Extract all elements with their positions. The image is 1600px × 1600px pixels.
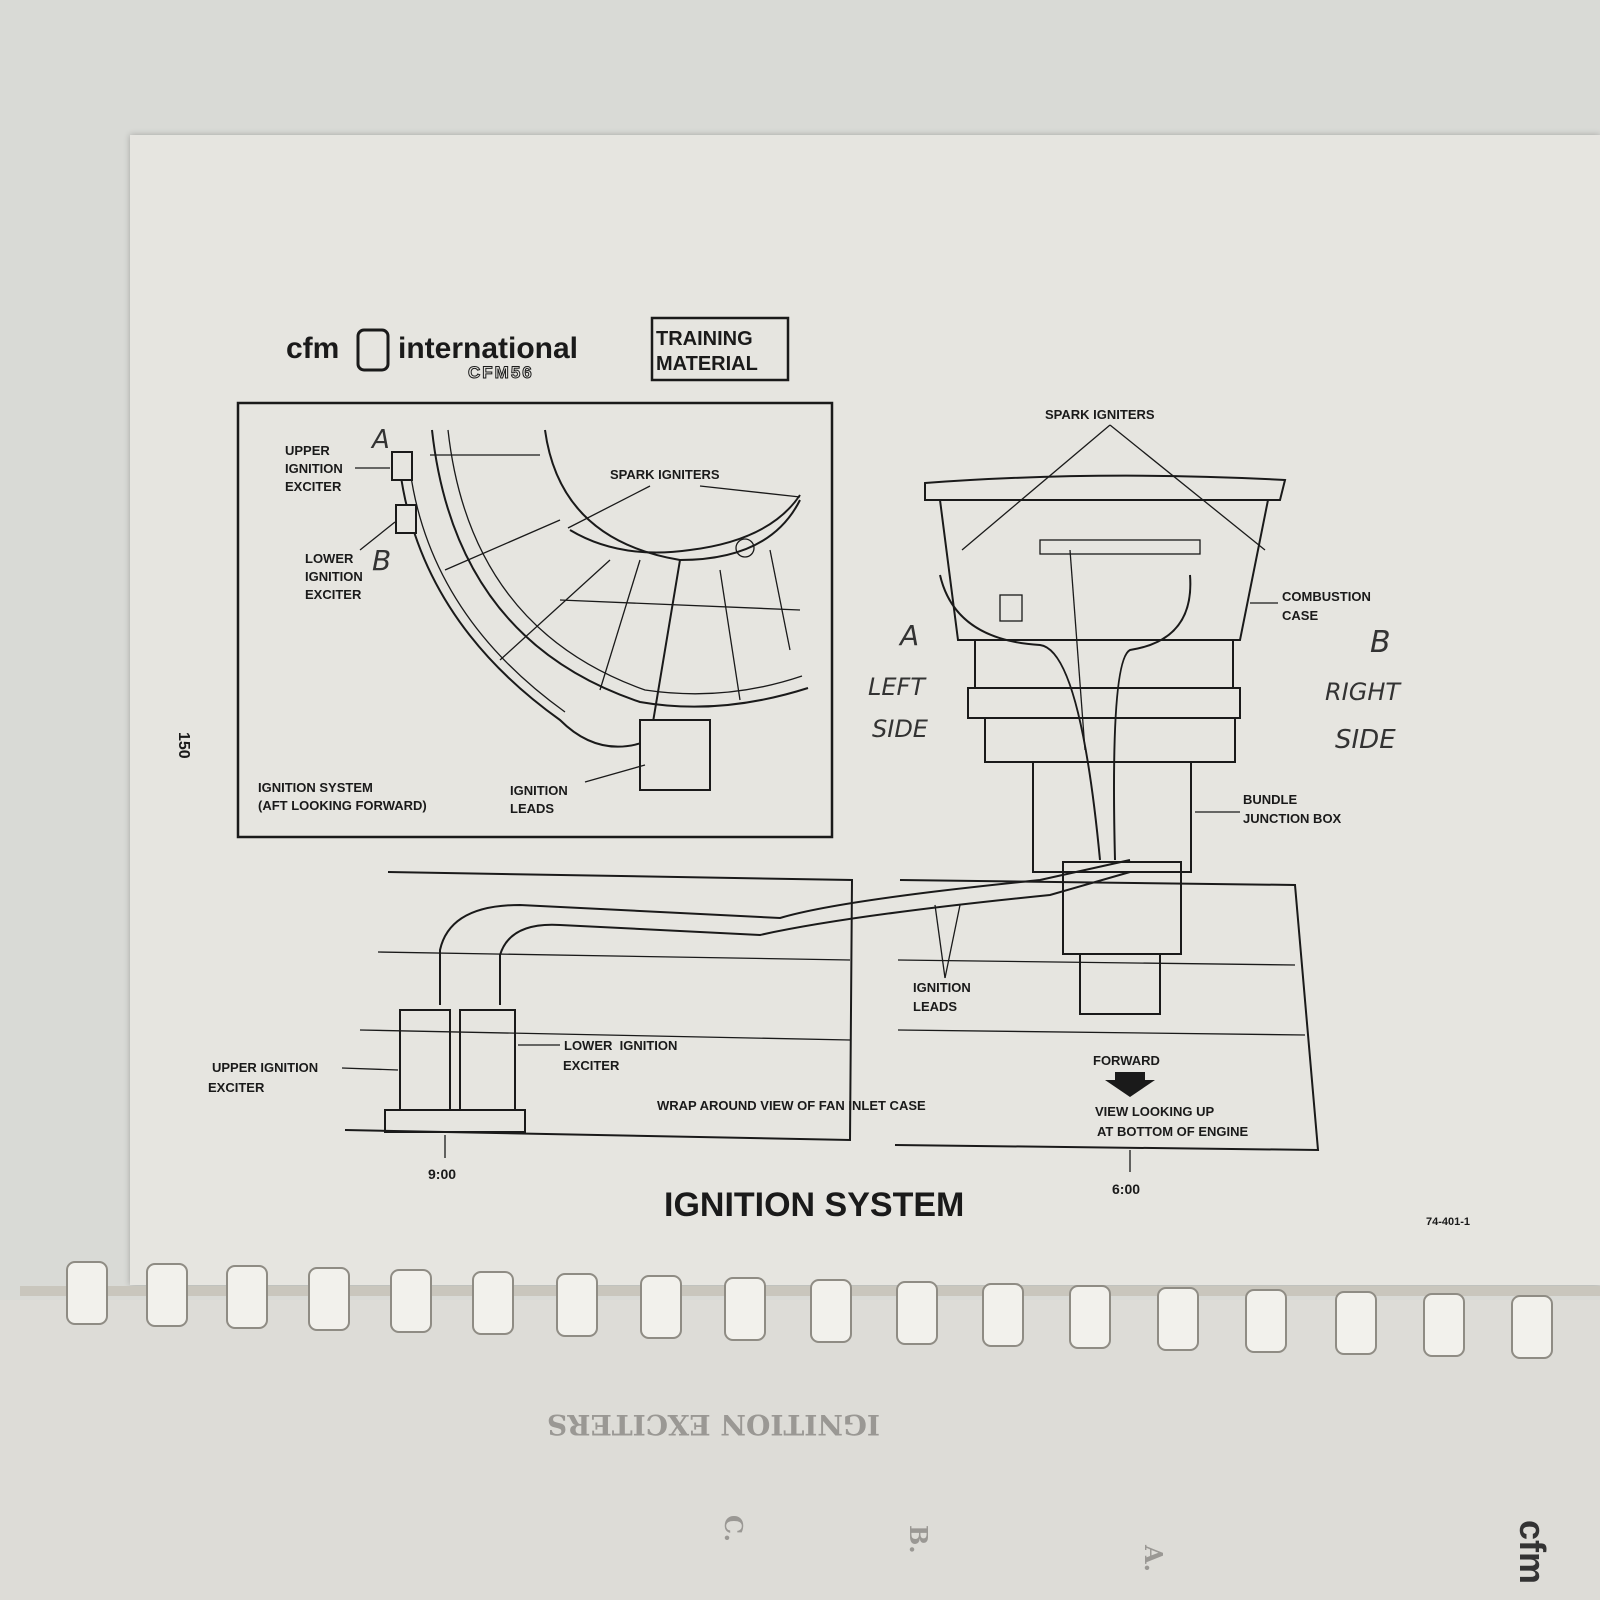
inset-lower-exciter-2: IGNITION: [305, 569, 363, 584]
left-side-1: LEFT: [868, 673, 927, 701]
manual-page: [130, 135, 1600, 1285]
bottom-ignition-leads-2: LEADS: [913, 999, 957, 1014]
combustion-case-2: CASE: [1282, 608, 1318, 623]
inset-lower-exciter-1: LOWER: [305, 551, 354, 566]
inset-handwritten-a: A: [370, 425, 390, 455]
inset-spark-igniters: SPARK IGNITERS: [610, 467, 720, 482]
inset-ignition-leads-1: IGNITION: [510, 783, 568, 798]
combustion-case-1: COMBUSTION: [1282, 589, 1371, 604]
inset-upper-exciter-3: EXCITER: [285, 479, 342, 494]
badge-line1: TRAINING: [656, 328, 753, 350]
bottom-upper-exciter-2: EXCITER: [208, 1080, 265, 1095]
inset-ignition-leads-2: LEADS: [510, 801, 554, 816]
left-side-2: SIDE: [872, 715, 929, 743]
inset-caption-2: (AFT LOOKING FORWARD): [258, 798, 427, 813]
view-caption-1: VIEW LOOKING UP: [1095, 1104, 1215, 1119]
product-text: CFM56: [468, 363, 534, 382]
brand-text: cfm: [286, 332, 339, 365]
bottom-lower-exciter-1: LOWER IGNITION: [564, 1038, 677, 1053]
inset-panel: UPPER IGNITION EXCITER LOWER IGNITION EX…: [236, 401, 834, 839]
brand-suffix-text: international: [398, 332, 578, 365]
forward-label: FORWARD: [1093, 1053, 1160, 1068]
badge-line2: MATERIAL: [656, 353, 758, 375]
inset-lower-exciter-3: EXCITER: [305, 587, 362, 602]
next-page-item-c: C.: [719, 1515, 748, 1542]
engine-handwritten-b: B: [1370, 625, 1391, 660]
cfm-logo: cfm international CFM56: [286, 328, 578, 383]
wrap-caption: WRAP AROUND VIEW OF FAN INLET CASE: [657, 1098, 926, 1113]
engine-spark-igniters: SPARK IGNITERS: [1045, 407, 1155, 422]
bottom-ignition-leads-1: IGNITION: [913, 980, 971, 995]
bundle-junction-2: JUNCTION BOX: [1243, 811, 1342, 826]
next-page-heading: IGNITION EXCITERS: [547, 1408, 880, 1441]
right-side-1: RIGHT: [1325, 678, 1402, 706]
right-side-2: SIDE: [1335, 725, 1396, 755]
inset-upper-exciter-1: UPPER: [285, 443, 330, 458]
inset-handwritten-b: B: [372, 544, 391, 577]
forward-arrow-icon: [1105, 1072, 1155, 1097]
clock-left: 9:00: [428, 1166, 456, 1182]
figure-title: IGNITION SYSTEM: [664, 1186, 964, 1224]
figure-code: 74-401-1: [1426, 1216, 1470, 1228]
inset-caption-1: IGNITION SYSTEM: [258, 780, 373, 795]
bottom-upper-exciter-1: UPPER IGNITION: [212, 1060, 318, 1075]
fan-inlet-view: IGNITION LEADS UPPER IGNITION EXCITER LO…: [208, 859, 1320, 1197]
engine-handwritten-a: A: [898, 619, 919, 652]
inset-upper-exciter-2: IGNITION: [285, 461, 343, 476]
training-badge: TRAINING MATERIAL: [650, 316, 790, 382]
page-number: 150: [175, 732, 192, 759]
clock-right: 6:00: [1112, 1181, 1140, 1197]
logo-mark-icon: [356, 328, 390, 372]
view-caption-2: AT BOTTOM OF ENGINE: [1097, 1124, 1249, 1139]
engine-view: SPARK IGNITERS COMBUSTION CASE BUNDLE JU…: [868, 407, 1402, 1015]
next-page-content: IGNITION EXCITERS: [547, 1408, 880, 1441]
next-page-item-b: B.: [904, 1525, 933, 1554]
next-page-brand: cfm: [1512, 1520, 1553, 1584]
next-page-item-a: A.: [1139, 1544, 1168, 1572]
next-page: [0, 1300, 1600, 1600]
spiral-binding: [20, 1261, 1600, 1359]
bottom-lower-exciter-2: EXCITER: [563, 1058, 620, 1073]
bundle-junction-1: BUNDLE: [1243, 792, 1297, 807]
